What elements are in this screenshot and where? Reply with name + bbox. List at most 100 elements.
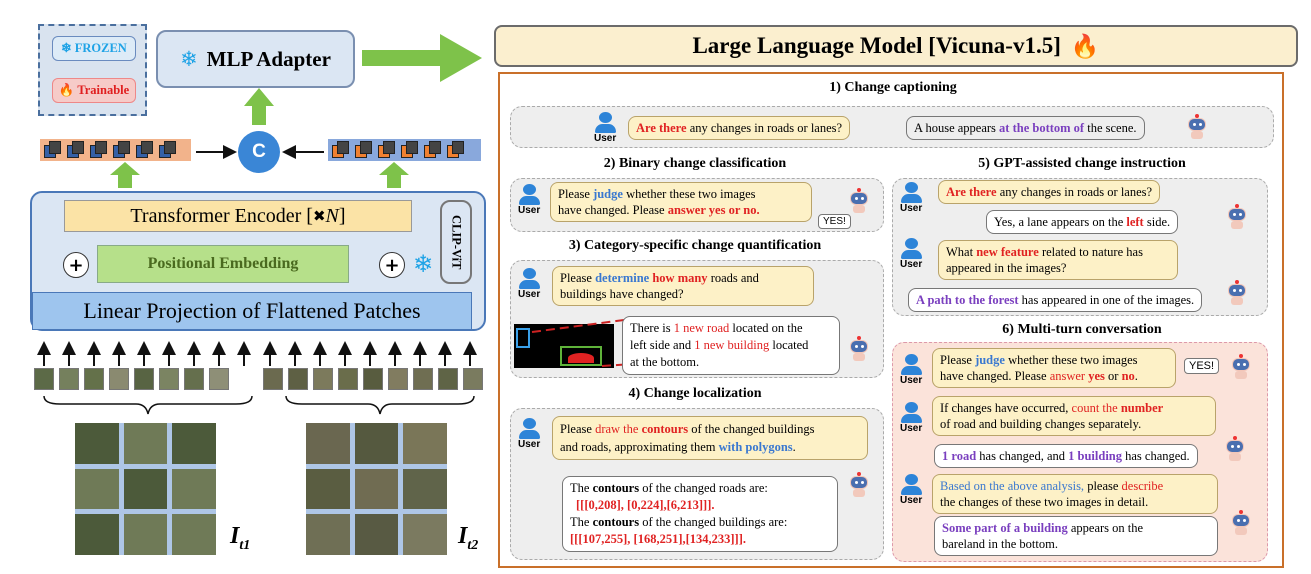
image-t1-label: It1 (230, 523, 250, 554)
token (424, 141, 442, 158)
user-icon: User (594, 112, 616, 144)
section-1-title: 1) Change captioning (829, 80, 957, 95)
user-icon: User (900, 182, 922, 214)
image-t2-sub: t2 (467, 537, 479, 553)
image-t2-grid (306, 423, 447, 555)
patch (463, 368, 483, 390)
token (355, 141, 373, 158)
robot-icon (1186, 114, 1208, 140)
mlp-adapter-label: MLP Adapter (206, 46, 331, 71)
arrow-encoder-to-tokens-t1 (110, 162, 140, 188)
s1-answer-bubble: A house appears at the bottom of the sce… (906, 116, 1145, 140)
plus-left: + (63, 252, 89, 278)
s6-question1-bubble: Please judge whether these two images ha… (932, 348, 1176, 388)
section-6-title: 6) Multi-turn conversation (1002, 322, 1162, 337)
positional-embedding: Positional Embedding (97, 245, 349, 283)
section-2-title: 2) Binary change classification (603, 156, 787, 171)
patch (263, 368, 283, 390)
legend-trainable-label: Trainable (77, 83, 130, 97)
s4-question-bubble: Please draw the contours of the changed … (552, 416, 868, 460)
snowflake-icon: ❄ (413, 250, 434, 278)
patch-arrows (37, 341, 477, 366)
patches-t1 (34, 368, 229, 390)
s4-answer-bubble: The contours of the changed roads are: [… (562, 476, 838, 552)
llm-box: Large Language Model [Vicuna-v1.5] 🔥 (494, 25, 1298, 67)
plus-right: + (379, 252, 405, 278)
token (447, 141, 465, 158)
transformer-encoder: Transformer Encoder [✖N] (64, 200, 412, 232)
section-5-title: 5) GPT-assisted change instruction (978, 156, 1186, 171)
patch (59, 368, 79, 390)
patch (109, 368, 129, 390)
building-box (560, 346, 602, 366)
user-icon: User (900, 354, 922, 386)
user-icon: User (900, 474, 922, 506)
token (332, 141, 350, 158)
patch (209, 368, 229, 390)
flame-icon: 🔥 (1070, 33, 1100, 59)
patches-t2 (263, 368, 483, 390)
brace-t1 (43, 395, 253, 415)
section-4-title: 4) Change localization (628, 386, 762, 401)
s1-question-bubble: Are there any changes in roads or lanes? (628, 116, 851, 140)
patch (159, 368, 179, 390)
linear-projection: Linear Projection of Flattened Patches (32, 292, 472, 330)
patch (288, 368, 308, 390)
s3-answer-bubble: There is 1 new road located on the left … (622, 316, 840, 375)
token (159, 141, 177, 158)
token (378, 141, 396, 158)
transformer-bracket: ] (338, 204, 346, 227)
legend-frozen: ❄ FROZEN (52, 36, 136, 61)
change-mask-image (514, 324, 614, 368)
arrow-mlp-to-llm (362, 34, 482, 82)
section-3-title: 3) Category-specific change quantificati… (568, 238, 822, 253)
token (90, 141, 108, 158)
patch (413, 368, 433, 390)
token-row-t2 (328, 139, 481, 161)
robot-icon (848, 188, 870, 214)
user-icon: User (900, 238, 922, 270)
flame-icon: 🔥 (58, 83, 75, 97)
token (136, 141, 154, 158)
legend-box: ❄ FROZEN 🔥 Trainable (38, 24, 147, 116)
token-row-t1 (40, 139, 191, 161)
robot-icon (1230, 354, 1252, 380)
user-icon: User (900, 402, 922, 434)
token (113, 141, 131, 158)
token (67, 141, 85, 158)
llm-label: Large Language Model [Vicuna-v1.5] (692, 33, 1061, 58)
patch (134, 368, 154, 390)
image-t2-main: I (458, 523, 468, 549)
s3-question-bubble: Please determine how many roads and buil… (552, 266, 814, 306)
s5-answer2-bubble: A path to the forest has appeared in one… (908, 288, 1203, 312)
s6-answer3-bubble: Some part of a building appears on the b… (934, 516, 1218, 556)
concat-circle: C (238, 131, 280, 173)
s6-question2-bubble: If changes have occurred, count the numb… (932, 396, 1216, 436)
image-t1-grid (75, 423, 216, 555)
s5-question2-bubble: What new feature related to nature has a… (938, 240, 1178, 280)
patch (438, 368, 458, 390)
clip-vit-label: CLIP-ViT (440, 200, 472, 284)
robot-icon (848, 472, 870, 498)
robot-icon (1230, 510, 1252, 536)
multiply-sign: ✖ (312, 207, 326, 225)
patch (338, 368, 358, 390)
s6-yes-bubble: YES! (1184, 358, 1220, 374)
task-panel: 1) Change captioning User Are there any … (498, 72, 1284, 568)
brace-t2 (285, 395, 475, 415)
patch (388, 368, 408, 390)
robot-icon (1226, 280, 1248, 306)
legend-trainable: 🔥 Trainable (52, 78, 136, 103)
s6-question3-bubble: Based on the above analysis, please desc… (932, 474, 1218, 514)
s5-question1-bubble: Are there any changes in roads or lanes? (938, 180, 1161, 204)
patch (84, 368, 104, 390)
robot-icon (1224, 436, 1246, 462)
layer-count: N (325, 204, 339, 227)
robot-icon (1226, 204, 1248, 230)
transformer-label: Transformer Encoder [ (130, 204, 313, 227)
patch (313, 368, 333, 390)
snowflake-icon: ❄ (61, 41, 72, 55)
token (44, 141, 62, 158)
user-icon: User (518, 268, 540, 300)
image-t1-main: I (230, 523, 240, 549)
